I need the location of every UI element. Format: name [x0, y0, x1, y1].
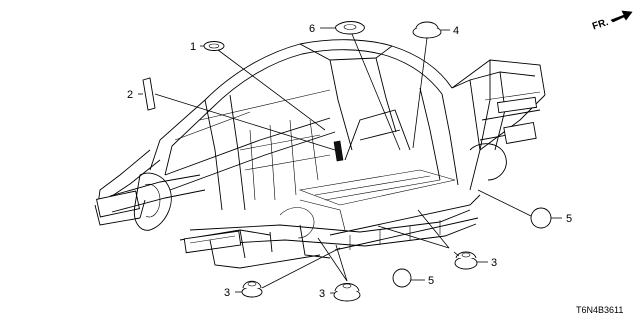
- front-arrow-icon: [610, 10, 633, 23]
- part-4-plug: [412, 21, 442, 39]
- part-3-plug-left: [241, 280, 263, 298]
- callout-3-center: 3: [319, 288, 325, 300]
- part-3-plug-center: [333, 283, 361, 302]
- callout-4: 4: [453, 25, 459, 37]
- callout-3-left: 3: [224, 287, 230, 299]
- part-2-rubber-plug: [142, 77, 156, 111]
- vehicle-body-frame: [94, 39, 546, 269]
- callout-6: 6: [309, 23, 315, 35]
- part-5-plug-right: [530, 207, 552, 229]
- callout-labels: 1 2 6 4 5 5 3 3 3: [127, 23, 572, 300]
- part-2-installed-marker: [333, 140, 344, 162]
- callout-2: 2: [127, 89, 133, 101]
- leader-lines: [138, 27, 562, 294]
- callout-1: 1: [190, 41, 196, 53]
- part-1-grommet: [203, 41, 225, 51]
- callout-3-right: 3: [491, 257, 497, 269]
- front-direction-indicator: FR.: [591, 10, 633, 33]
- front-label: FR.: [591, 17, 610, 33]
- callout-5-right: 5: [566, 213, 572, 225]
- part-5-plug-bottom: [392, 268, 412, 288]
- part-3-plug-right: [454, 251, 478, 270]
- diagram-part-number: T6N4B3611: [576, 305, 623, 315]
- part-6-grommet: [335, 21, 365, 35]
- callout-5-bottom: 5: [428, 275, 434, 287]
